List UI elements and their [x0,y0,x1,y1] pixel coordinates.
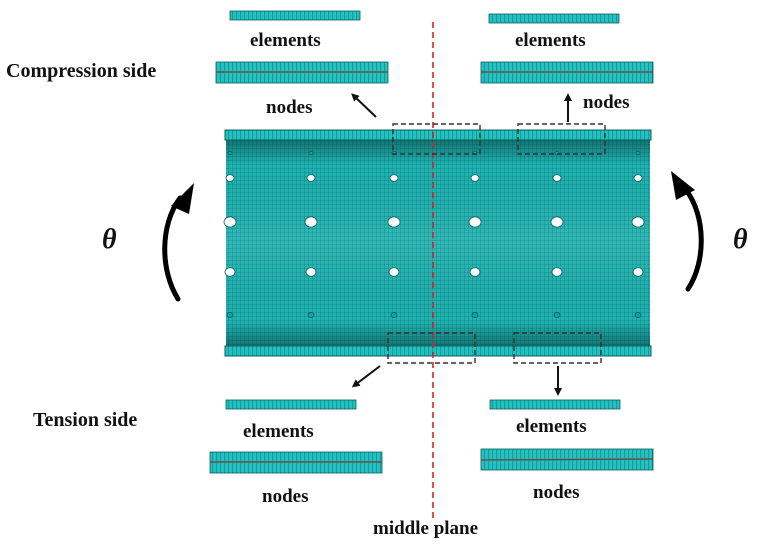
pointer-arrow-top-left [351,93,377,118]
strip-elements-bottom-left [225,399,357,410]
strip-nodes-top-right [480,61,654,84]
mesh-hole [468,216,482,228]
mesh-hole [471,312,479,318]
mesh-hole [388,267,400,277]
strip-elements-top-right [488,13,620,24]
mesh-hole [223,216,237,228]
callout-box-bottom-left [387,332,476,364]
mesh-hole [631,216,645,228]
mesh-hole [550,216,564,228]
label-middle-plane: middle plane [373,518,479,539]
cylinder-bottom-flange [224,345,652,357]
mesh-hole [305,267,317,277]
mesh-hole [390,312,398,318]
label-elements-top-right: elements [515,30,586,51]
label-nodes-top-left: nodes [266,97,313,118]
mesh-hole [308,150,314,156]
mesh-hole [469,267,481,277]
mesh-hole [551,267,563,277]
mesh-hole [553,312,561,318]
mesh-hole [470,174,480,182]
mesh-hole [227,150,233,156]
label-nodes-top-right: nodes [583,92,630,113]
mesh-hole [635,150,641,156]
strip-nodes-bottom-left [209,451,383,474]
mesh-hole [632,267,644,277]
strip-nodes-top-left [215,61,389,84]
mesh-hole [226,312,234,318]
cylinder-mesh [223,129,652,357]
callout-box-top-left [392,123,481,155]
label-nodes-bottom-left: nodes [262,486,309,507]
label-elements-bottom-left: elements [243,421,314,442]
label-tension-side: Tension side [33,409,138,431]
mesh-hole [552,174,562,182]
rotation-arrow-right [671,171,704,292]
callout-box-bottom-right [513,332,602,364]
label-elements-bottom-right: elements [516,416,587,437]
rotation-arrow-left [162,183,194,302]
callout-box-top-right [517,123,606,155]
mesh-hole [389,174,399,182]
strip-elements-bottom-right [489,399,621,410]
pointer-arrow-bottom-left [351,365,381,388]
theta-symbol-left: θ [102,224,117,255]
mesh-hole [307,312,315,318]
mesh-hole [634,312,642,318]
cylinder-shading [226,140,650,346]
strip-nodes-bottom-right [480,448,654,471]
mesh-hole [224,267,236,277]
label-nodes-bottom-right: nodes [533,482,580,503]
label-compression-side: Compression side [6,60,157,82]
mesh-hole [306,174,316,182]
label-elements-top-left: elements [250,30,321,51]
mesh-hole [225,174,235,182]
cylinder-top-flange [224,129,652,141]
mesh-hole [633,174,643,182]
strip-elements-top-left [229,10,361,21]
theta-symbol-right: θ [733,224,748,255]
mesh-hole [304,216,318,228]
mesh-hole [387,216,401,228]
